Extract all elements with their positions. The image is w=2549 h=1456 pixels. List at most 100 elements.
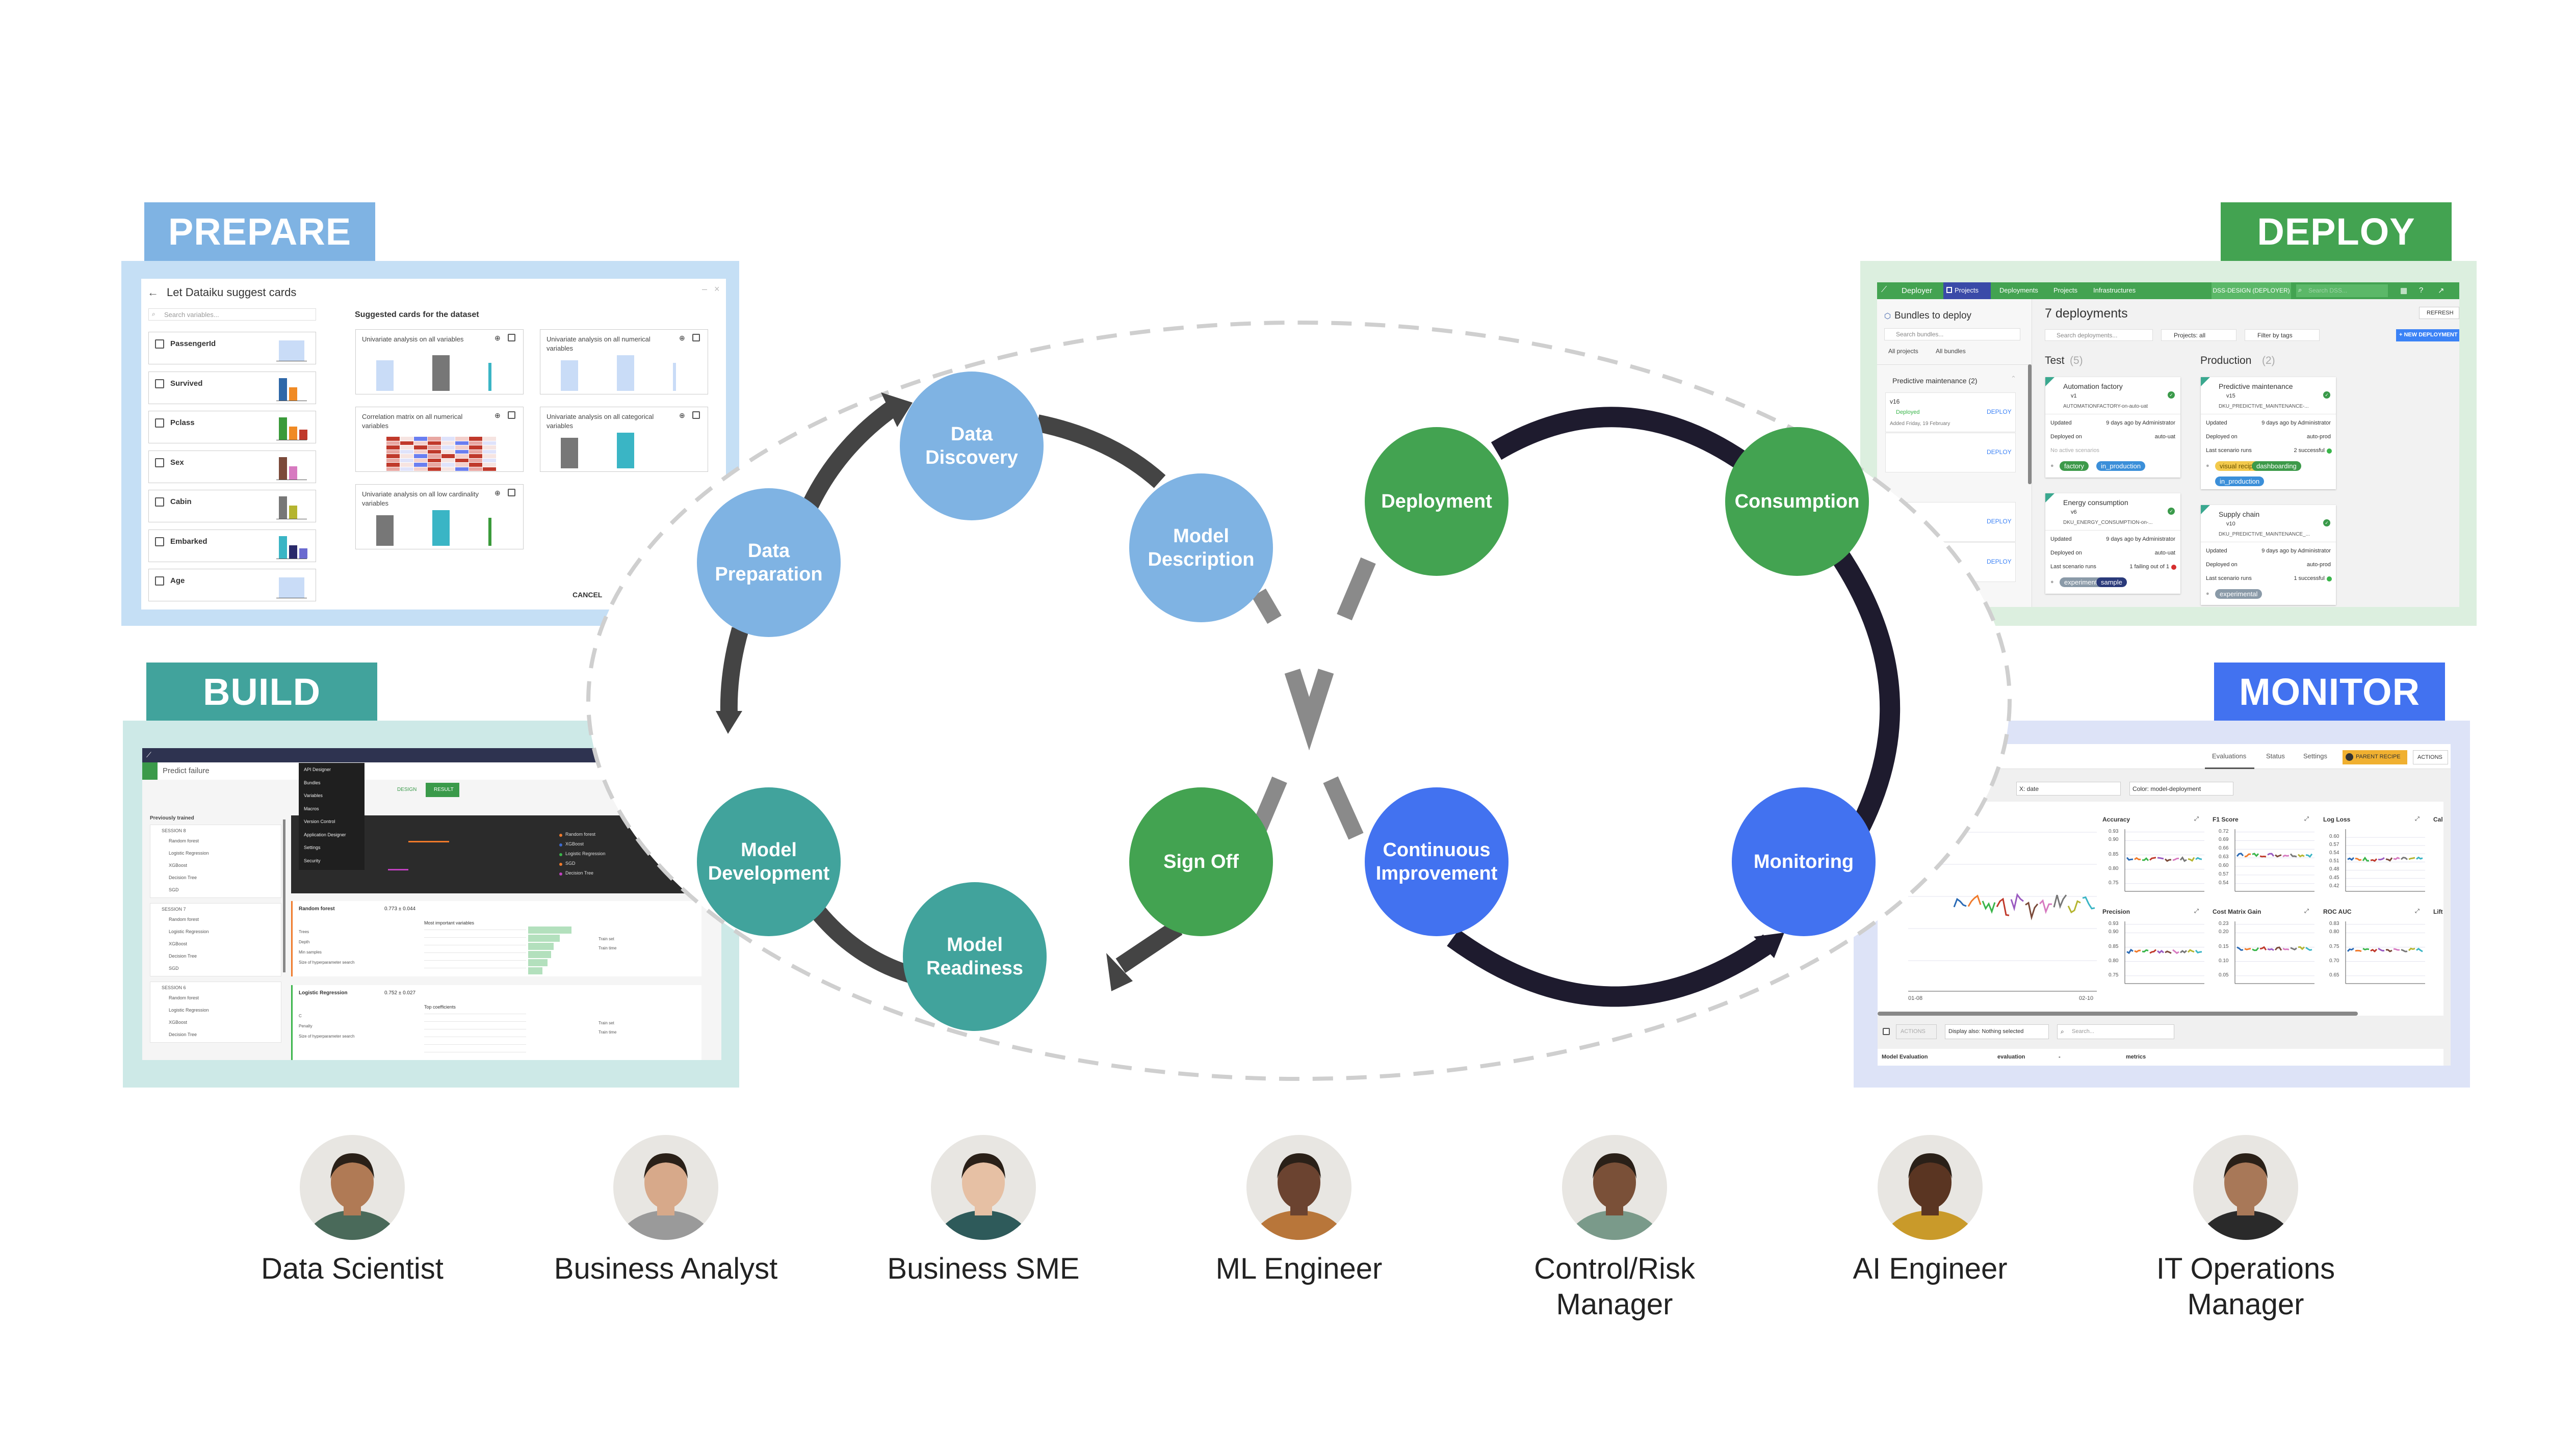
table-header-cell[interactable]: Model Evaluation (1882, 1054, 1928, 1060)
cancel-button[interactable]: CANCEL (573, 591, 603, 599)
model-row[interactable]: Random forest (169, 917, 199, 922)
expand-icon[interactable]: ⤢ (2304, 816, 2309, 822)
variable-card[interactable]: Sex (148, 450, 316, 483)
parent-recipe-button[interactable]: PARENT RECIPE (2343, 750, 2407, 764)
model-row[interactable]: Decision Tree (169, 954, 197, 959)
refresh-button[interactable]: REFRESH (2419, 307, 2459, 319)
card-checkbox[interactable] (692, 411, 700, 419)
table-header-cell[interactable]: evaluation (1997, 1054, 2025, 1060)
zoom-icon[interactable]: ⊕ (495, 334, 501, 342)
menu-item[interactable]: API Designer (304, 767, 331, 772)
nav-tab[interactable]: Infrastructures (2093, 282, 2136, 299)
variable-checkbox[interactable] (155, 339, 164, 349)
menu-item[interactable]: Settings (304, 845, 321, 850)
tag-chip[interactable]: visual recipe (2215, 461, 2261, 471)
card-checkbox[interactable] (508, 334, 515, 341)
model-row[interactable]: Logistic Regression (169, 929, 209, 934)
menu-item[interactable]: Security (304, 858, 321, 863)
model-row[interactable]: XGBoost (169, 941, 188, 946)
variable-checkbox[interactable] (155, 379, 164, 388)
projects-filter-select[interactable]: Projects: all (2161, 329, 2236, 341)
suggested-card[interactable]: Univariate analysis on all numerical var… (540, 329, 708, 394)
model-row[interactable]: Random forest (169, 838, 199, 843)
bundle-filter-dropdown[interactable]: All bundles (1936, 348, 1966, 355)
list-scrollbar[interactable] (283, 819, 285, 972)
apps-grid-icon[interactable]: ▦ (2400, 286, 2408, 295)
bulk-actions-button[interactable]: ACTIONS (1896, 1024, 1937, 1039)
search-variables-input[interactable]: ⌕Search variables... (148, 308, 316, 321)
nav-tab[interactable]: Deployments (1999, 282, 2038, 299)
variable-card[interactable]: Cabin (148, 490, 316, 522)
menu-item[interactable]: Bundles (304, 780, 321, 785)
tag-chip[interactable]: dashboarding (2252, 461, 2301, 471)
variable-card[interactable]: PassengerId (148, 332, 316, 364)
nav-tab[interactable]: Projects (2053, 282, 2077, 299)
tag-chip[interactable]: in_production (2215, 476, 2265, 486)
variable-checkbox[interactable] (155, 497, 164, 507)
tag-chip[interactable]: sample (2096, 577, 2127, 587)
new-deployment-button[interactable]: + NEW DEPLOYMENT (2396, 329, 2459, 341)
bundle-filter-dropdown[interactable]: All projects (1888, 348, 1918, 355)
expand-icon[interactable]: ⤢ (2304, 908, 2309, 914)
horizontal-scrollbar[interactable] (1878, 1012, 2358, 1016)
close-icon[interactable]: × (714, 284, 720, 294)
tab-evaluations[interactable]: Evaluations (2212, 752, 2247, 760)
color-select[interactable]: Color: model-deployment (2129, 782, 2233, 796)
deploy-bundle-button[interactable]: DEPLOY (1987, 518, 2012, 525)
suggested-card[interactable]: Univariate analysis on all low cardinali… (355, 484, 524, 549)
minimize-icon[interactable]: – (702, 284, 708, 294)
select-all-checkbox[interactable] (1883, 1028, 1890, 1035)
global-search-input[interactable]: ⌕Search DSS... (2296, 284, 2388, 297)
variable-card[interactable]: Pclass (148, 411, 316, 443)
variable-checkbox[interactable] (155, 458, 164, 467)
tag-chip[interactable]: experimental (2060, 577, 2107, 587)
tags-filter-select[interactable]: Filter by tags (2245, 329, 2320, 341)
expand-icon[interactable]: ⤢ (2415, 816, 2420, 822)
tab-result[interactable]: RESULT (426, 783, 459, 797)
variable-card[interactable]: Survived (148, 371, 316, 404)
variable-card[interactable]: Age (148, 569, 316, 601)
search-deployments-input[interactable]: Search deployments... (2045, 329, 2153, 341)
help-icon[interactable]: ? (2419, 286, 2424, 295)
menu-item[interactable]: Macros (304, 806, 319, 811)
model-row[interactable]: SGD (169, 966, 179, 971)
deploy-bundle-button[interactable]: DEPLOY (1987, 448, 2012, 456)
display-also-select[interactable]: Display also: Nothing selected (1945, 1024, 2049, 1039)
suggested-card[interactable]: Univariate analysis on all categorical v… (540, 407, 708, 472)
model-row[interactable]: Logistic Regression (169, 1008, 209, 1013)
card-checkbox[interactable] (692, 334, 700, 341)
tab-design[interactable]: DESIGN (397, 787, 417, 792)
zoom-icon[interactable]: ⊕ (679, 411, 685, 419)
x-axis-select[interactable]: X: date (2016, 782, 2121, 796)
menu-item[interactable]: Variables (304, 793, 323, 798)
card-checkbox[interactable] (508, 489, 515, 496)
sidebar-scrollbar[interactable] (2028, 364, 2032, 484)
expand-icon[interactable]: ⤢ (2415, 908, 2420, 914)
deploy-bundle-button[interactable]: DEPLOY (1987, 408, 2012, 415)
expand-icon[interactable]: ⤢ (2194, 908, 2199, 914)
variable-card[interactable]: Embarked (148, 529, 316, 562)
menu-item[interactable]: Version Control (304, 819, 335, 824)
menu-item[interactable]: Application Designer (304, 832, 346, 837)
tag-chip[interactable]: in_production (2096, 461, 2146, 471)
tab-status[interactable]: Status (2266, 752, 2285, 760)
tag-chip[interactable]: factory (2060, 461, 2089, 471)
expand-icon[interactable]: ⤢ (2194, 816, 2199, 822)
card-checkbox[interactable] (508, 411, 515, 419)
model-row[interactable]: XGBoost (169, 1020, 188, 1025)
model-row[interactable]: Decision Tree (169, 1032, 197, 1037)
model-row[interactable]: XGBoost (169, 863, 188, 868)
table-header-cell[interactable]: metrics (2126, 1054, 2146, 1060)
tab-settings[interactable]: Settings (2303, 752, 2327, 760)
zoom-icon[interactable]: ⊕ (679, 334, 685, 342)
collapse-icon[interactable]: ⌃ (2011, 375, 2016, 382)
suggested-card[interactable]: Univariate analysis on all variables⊕ (355, 329, 524, 394)
back-arrow-icon[interactable]: ← (147, 286, 159, 299)
deploy-bundle-button[interactable]: DEPLOY (1987, 558, 2012, 565)
